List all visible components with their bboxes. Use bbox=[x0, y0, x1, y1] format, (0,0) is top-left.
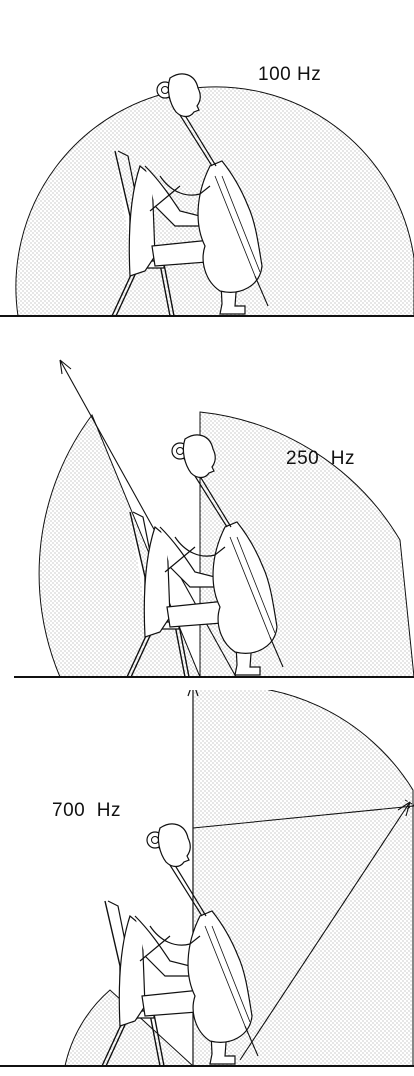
diagram-panel-700hz: 700 Hz bbox=[0, 690, 414, 1076]
frequency-label: 100 Hz bbox=[258, 64, 321, 86]
diagram-panel-100hz: 100 Hz bbox=[0, 0, 414, 330]
panel-canvas bbox=[0, 690, 414, 1076]
frequency-label: 250 Hz bbox=[286, 448, 355, 470]
panel-canvas bbox=[0, 0, 414, 330]
diagram-panel-250hz: 250 Hz bbox=[0, 330, 414, 690]
panel-canvas bbox=[0, 330, 414, 690]
frequency-label: 700 Hz bbox=[52, 800, 121, 822]
